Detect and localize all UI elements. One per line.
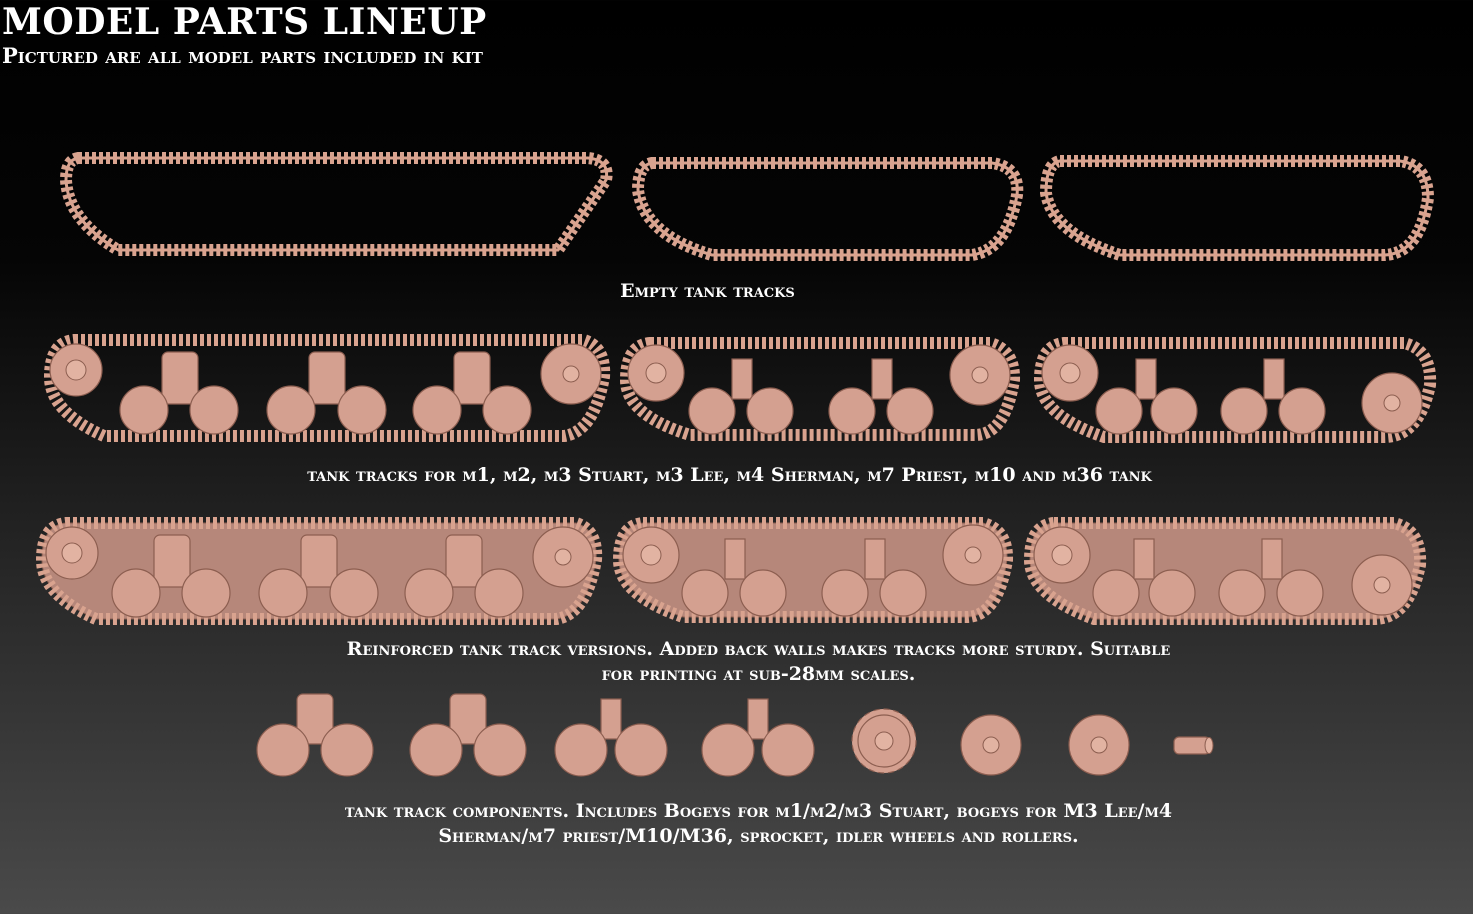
sprocket <box>851 708 917 774</box>
caption-reinforced-line-1: Reinforced tank track versions. Added ba… <box>346 638 1171 660</box>
caption-components-line-1: tank track components. Includes Bogeys f… <box>344 800 1173 822</box>
track-assembly-lee <box>619 337 1021 441</box>
reinforced-track-lee <box>612 517 1014 623</box>
idler-wheel-1 <box>960 714 1022 776</box>
caption-tank-tracks: tank tracks for m1, m2, m3 Stuart, m3 Le… <box>307 464 1152 486</box>
caption-reinforced-line-2: for printing at sub-28mm scales. <box>601 663 916 685</box>
reinforced-track-m10 <box>1023 517 1427 625</box>
bogey-stuart-1 <box>256 693 374 777</box>
idler-wheel-2 <box>1068 714 1130 776</box>
caption-components-line-2: Sherman/m7 priest/M10/M36, sprocket, idl… <box>438 825 1079 847</box>
empty-track-lee <box>631 157 1024 261</box>
track-assembly-stuart <box>43 334 611 442</box>
bogey-sherman-2 <box>701 698 815 777</box>
bogey-sherman-1 <box>554 698 668 777</box>
empty-track-stuart <box>59 152 613 256</box>
track-assembly-m10 <box>1033 337 1437 443</box>
page-subtitle: Pictured are all model parts included in… <box>2 43 483 68</box>
empty-track-m10 <box>1039 155 1435 261</box>
roller <box>1173 736 1214 755</box>
bogey-stuart-2 <box>409 693 527 777</box>
page-title: MODEL PARTS LINEUP <box>2 1 487 43</box>
caption-empty-tracks: Empty tank tracks <box>620 280 795 302</box>
reinforced-track-stuart <box>35 517 603 625</box>
